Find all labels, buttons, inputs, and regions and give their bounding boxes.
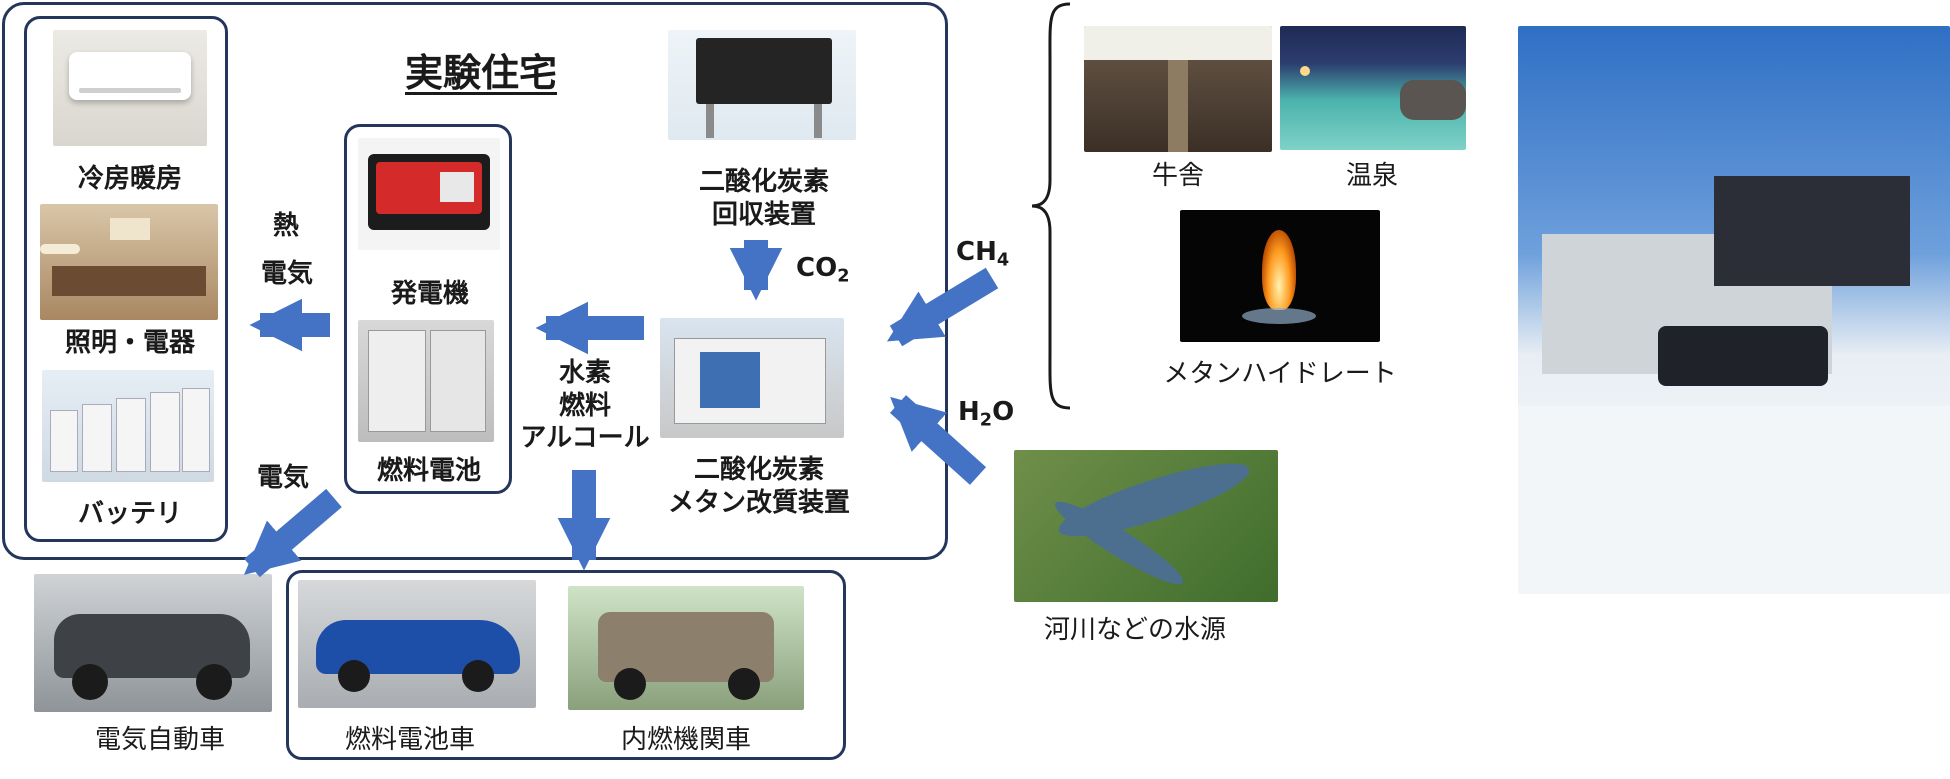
experimental-house-frame [2, 2, 948, 560]
arrow-ch4-to-reformer [886, 267, 999, 347]
electricity-label-house: 電気 [260, 259, 313, 289]
battery-image [42, 370, 214, 482]
co2-capture-label-line2: 回収装置 [711, 199, 816, 230]
water-source-label: 河川などの水源 [1043, 615, 1226, 645]
co2-capture-image [668, 30, 856, 140]
h2o-label-main: H [958, 397, 980, 427]
co2-capture-label-line1: 二酸化炭素 [698, 167, 829, 197]
co2-capture-label: 二酸化炭素 回収装置 [682, 166, 846, 231]
ch4-label-sub: 4 [996, 250, 1010, 271]
kitchen-lighting-image [40, 204, 218, 320]
h2o-label: H2O [958, 396, 1014, 432]
electric-car-image [34, 574, 272, 712]
arrow-house-to-ev [243, 488, 342, 578]
reformer-label: 二酸化炭素 メタン改質装置 [664, 454, 854, 519]
co2-label-sub: 2 [837, 266, 850, 287]
barn-label: 牛舎 [1151, 161, 1204, 191]
ch4-label-main: CH [956, 237, 997, 267]
fuels-label: 水素 燃料 アルコール [510, 357, 660, 455]
heat-label: 熱 [272, 211, 299, 241]
reformer-image [660, 318, 844, 438]
arrow-h2o-to-reformer [889, 395, 987, 485]
air-conditioner-image [53, 30, 207, 146]
ev-label: 電気自動車 [94, 725, 225, 755]
combustion-car-image [568, 586, 804, 710]
fcv-label: 燃料電池車 [344, 725, 475, 755]
appliances-frame [24, 16, 228, 542]
h2o-label-tail: O [992, 397, 1015, 427]
ice-label: 内燃機関車 [620, 725, 751, 755]
h2o-label-sub: 2 [979, 410, 993, 431]
ch4-label: CH4 [956, 236, 1009, 272]
fuels-label-alcohol: アルコール [520, 423, 650, 453]
river-image [1014, 450, 1278, 602]
fuel-cell-car-image [298, 580, 536, 708]
fuel-cell-label: 燃料電池 [376, 456, 481, 486]
generator-image [358, 138, 500, 250]
house-photo [1518, 26, 1950, 594]
power-units-frame [344, 124, 512, 494]
barn-image [1084, 26, 1272, 152]
battery-label: バッテリ [77, 499, 182, 529]
reformer-label-line2: メタン改質装置 [667, 487, 850, 518]
fuels-label-fuel: 燃料 [558, 390, 611, 421]
co2-label-main: CO [796, 253, 838, 283]
lighting-appliances-label: 照明・電器 [64, 328, 195, 358]
fuel-cell-image [358, 320, 494, 442]
vehicles-frame [286, 570, 846, 760]
hot-spring-label: 温泉 [1345, 161, 1398, 191]
methane-hydrate-label: メタンハイドレート [1163, 359, 1397, 389]
electricity-label-ev: 電気 [256, 463, 309, 493]
generator-label: 発電機 [390, 279, 469, 309]
methane-sources-brace [1031, 2, 1071, 410]
methane-hydrate-image [1180, 210, 1380, 342]
co2-label: CO2 [796, 252, 849, 288]
cooling-heating-label: 冷房暖房 [77, 164, 182, 194]
reformer-label-line1: 二酸化炭素 [693, 455, 824, 485]
fuels-label-hydrogen: 水素 [558, 358, 611, 388]
hot-spring-image [1280, 26, 1466, 150]
house-title: 実験住宅 [405, 51, 558, 95]
